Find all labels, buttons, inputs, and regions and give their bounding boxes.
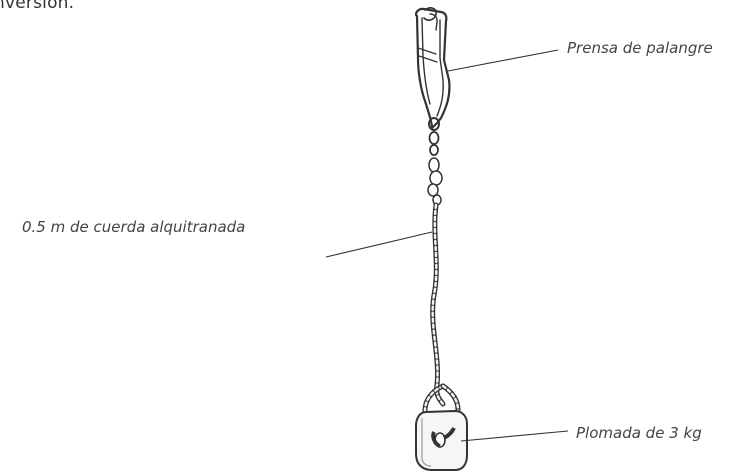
leader-lines xyxy=(325,49,569,442)
tarred-rope xyxy=(430,202,446,407)
label-sinker-weight: Plomada de 3 kg xyxy=(576,424,702,442)
leader-line-rope xyxy=(325,231,433,258)
swivel xyxy=(428,131,440,156)
rope-knot xyxy=(427,157,443,206)
longline-clip xyxy=(414,7,451,131)
label-tarred-rope: 0.5 m de cuerda alquitranada xyxy=(22,218,246,236)
leader-line-weight xyxy=(460,430,569,442)
leader-line-clip xyxy=(447,49,559,72)
sinker-weight xyxy=(415,409,468,471)
label-longline-clip: Prensa de palangre xyxy=(567,39,713,57)
top-text-fragment: nversion. xyxy=(0,0,75,13)
